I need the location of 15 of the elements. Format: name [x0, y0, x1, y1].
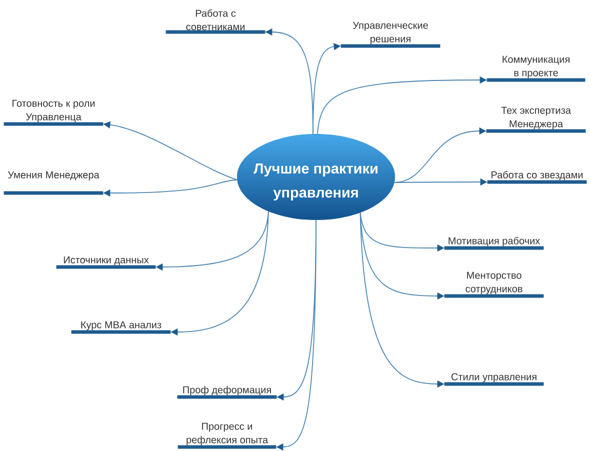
- topic-label: Готовность к роли Управленца: [4, 100, 104, 126]
- topic-label: Стили управления: [444, 373, 544, 386]
- topic-label: Проф деформация: [177, 386, 277, 399]
- topic-title: Лучшие практики управления: [254, 164, 378, 200]
- topic-label: Управленческие решения: [340, 22, 440, 48]
- topic-label: Тех экспертиза Менеджера: [486, 106, 586, 133]
- topic-label: Курс MBA анализ: [71, 321, 171, 334]
- topic-label: Работа со звездами: [487, 170, 587, 184]
- topic-label: Прогресс и рефлексия опыта: [178, 422, 276, 449]
- topic-label: Мотивация рабочих: [444, 236, 544, 250]
- topic-label: Менторство сотрудников: [444, 272, 544, 298]
- topic-label: Работа с советниками: [166, 9, 266, 34]
- topic-label: Коммуникация в проекте: [486, 56, 586, 82]
- topic-label: Умения Менеджера: [4, 171, 104, 195]
- topic-label: Источники данных: [56, 256, 156, 269]
